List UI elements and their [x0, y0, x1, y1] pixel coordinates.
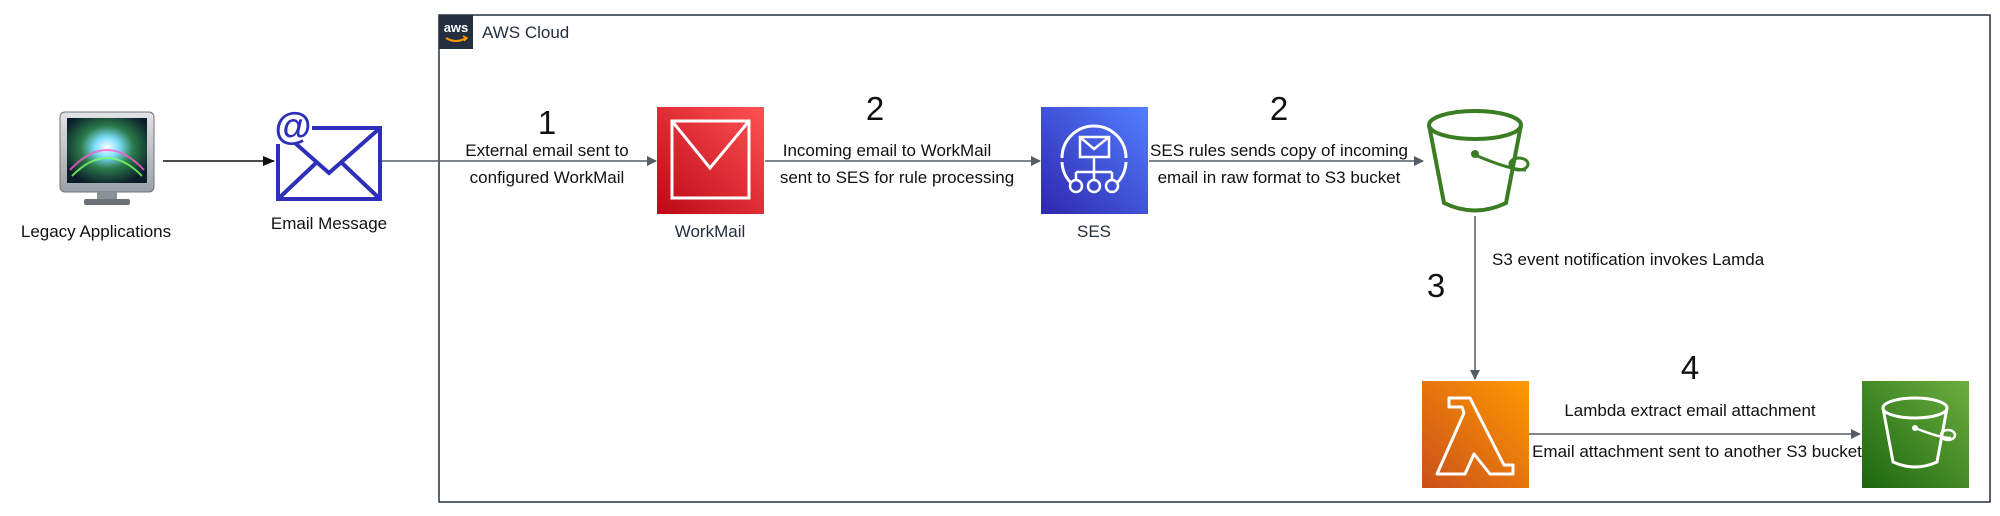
step-4-number: 4: [1681, 349, 1699, 386]
step-2b-line1: SES rules sends copy of incoming: [1150, 141, 1408, 160]
step-1: 1 External email sent to configured Work…: [465, 104, 628, 187]
lambda-node: [1422, 381, 1529, 488]
step-2-ses-s3: 2 SES rules sends copy of incoming email…: [1150, 90, 1408, 187]
svg-text:@: @: [274, 106, 311, 148]
ses-icon: [1041, 107, 1148, 214]
step-3: 3 S3 event notification invokes Lamda: [1427, 250, 1765, 304]
svg-text:aws: aws: [444, 20, 469, 35]
aws-cloud-border: [438, 14, 1991, 503]
workmail-node: WorkMail: [657, 107, 764, 241]
step-2a-line1: Incoming email to WorkMail: [783, 141, 991, 160]
s3-target-bucket-node: [1862, 381, 1969, 488]
step-2b-line2: email in raw format to S3 bucket: [1158, 168, 1401, 187]
step-2a-line2: sent to SES for rule processing: [780, 168, 1014, 187]
step-1-line2: configured WorkMail: [470, 168, 625, 187]
monitor-icon: [59, 111, 155, 205]
step-3-line1: S3 event notification invokes Lamda: [1492, 250, 1765, 269]
ses-node: SES: [1041, 107, 1148, 241]
step-4-line2: Email attachment sent to another S3 buck…: [1532, 442, 1862, 461]
legacy-applications-node: Legacy Applications: [21, 111, 171, 241]
connectors: [163, 156, 1861, 439]
aws-cloud-title: AWS Cloud: [482, 23, 569, 42]
step-1-number: 1: [538, 104, 556, 141]
legacy-applications-label: Legacy Applications: [21, 222, 171, 241]
workmail-label: WorkMail: [675, 222, 746, 241]
step-2b-number: 2: [1270, 90, 1288, 127]
workmail-icon: [657, 107, 764, 214]
s3-bucket-icon: [1862, 381, 1969, 488]
s3-source-bucket-node: [1427, 109, 1530, 213]
s3-bucket-outline-icon: [1427, 109, 1530, 213]
step-3-number: 3: [1427, 267, 1445, 304]
step-4: 4 Lambda extract email attachment Email …: [1532, 349, 1862, 461]
email-message-node: @ Email Message: [271, 106, 387, 233]
lambda-icon: [1422, 381, 1529, 488]
step-2a-number: 2: [866, 90, 884, 127]
aws-cloud-group: aws AWS Cloud: [438, 14, 1991, 503]
ses-label: SES: [1077, 222, 1111, 241]
email-message-label: Email Message: [271, 214, 387, 233]
aws-logo-icon: aws: [439, 15, 473, 49]
step-2-workmail-ses: 2 Incoming email to WorkMail sent to SES…: [780, 90, 1014, 187]
step-1-line1: External email sent to: [465, 141, 628, 160]
email-icon: @: [272, 106, 382, 201]
step-4-line1: Lambda extract email attachment: [1564, 401, 1816, 420]
